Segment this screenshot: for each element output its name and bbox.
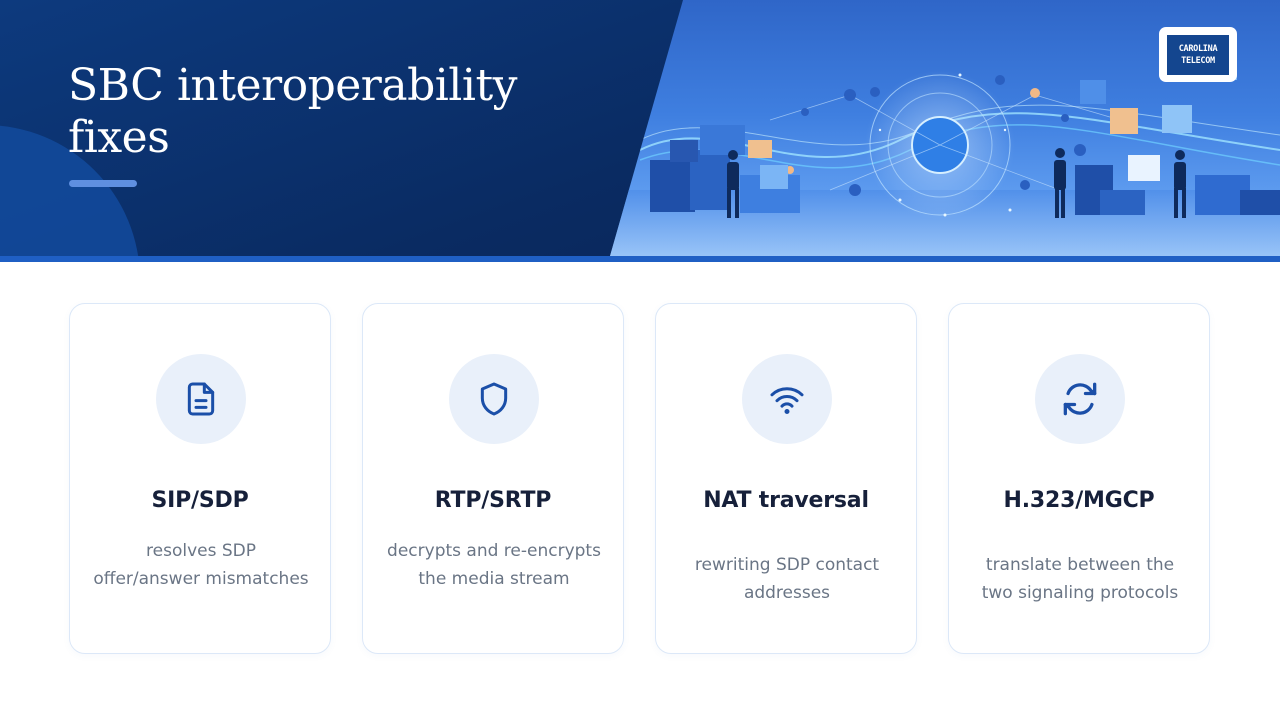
- card-title: SIP/SDP: [151, 488, 249, 513]
- card-description: decrypts and re-encrypts the media strea…: [387, 541, 601, 589]
- card-sip-sdp: SIP/SDP resolves SDP offer/answer mismat…: [69, 303, 331, 654]
- card-rtp-srtp: RTP/SRTP decrypts and re-encrypts the me…: [362, 303, 624, 654]
- card-icon-circle: [1035, 354, 1125, 444]
- header-divider: [0, 256, 1280, 262]
- card-icon-circle: [742, 354, 832, 444]
- card-h323-mgcp: H.323/MGCP translate between the two sig…: [948, 303, 1210, 654]
- refresh-icon: [1063, 382, 1097, 416]
- document-icon: [187, 382, 215, 416]
- card-title: H.323/MGCP: [1003, 488, 1155, 513]
- logo-line-2: TELECOM: [1181, 55, 1215, 66]
- company-logo: CAROLINA TELECOM: [1159, 27, 1237, 82]
- slide-title: SBC interoperability fixes: [68, 60, 518, 163]
- card-icon-circle: [156, 354, 246, 444]
- card-title: NAT traversal: [703, 488, 869, 513]
- shield-icon: [480, 382, 508, 416]
- network-illustration: [610, 0, 1280, 256]
- card-description: rewriting SDP contact addresses: [694, 555, 880, 603]
- title-underline: [69, 180, 137, 187]
- card-title: RTP/SRTP: [434, 488, 552, 513]
- wifi-icon: [770, 387, 804, 414]
- card-description: resolves SDP offer/answer mismatches: [93, 541, 309, 589]
- card-description: translate between the two signaling prot…: [981, 555, 1179, 603]
- logo-line-1: CAROLINA: [1178, 43, 1218, 54]
- logo-mark: CAROLINA TELECOM: [1167, 34, 1229, 75]
- card-nat-traversal: NAT traversal rewriting SDP contact addr…: [655, 303, 917, 654]
- card-icon-circle: [449, 354, 539, 444]
- header-banner: SBC interoperability fixes CAROLINA TELE…: [0, 0, 1280, 256]
